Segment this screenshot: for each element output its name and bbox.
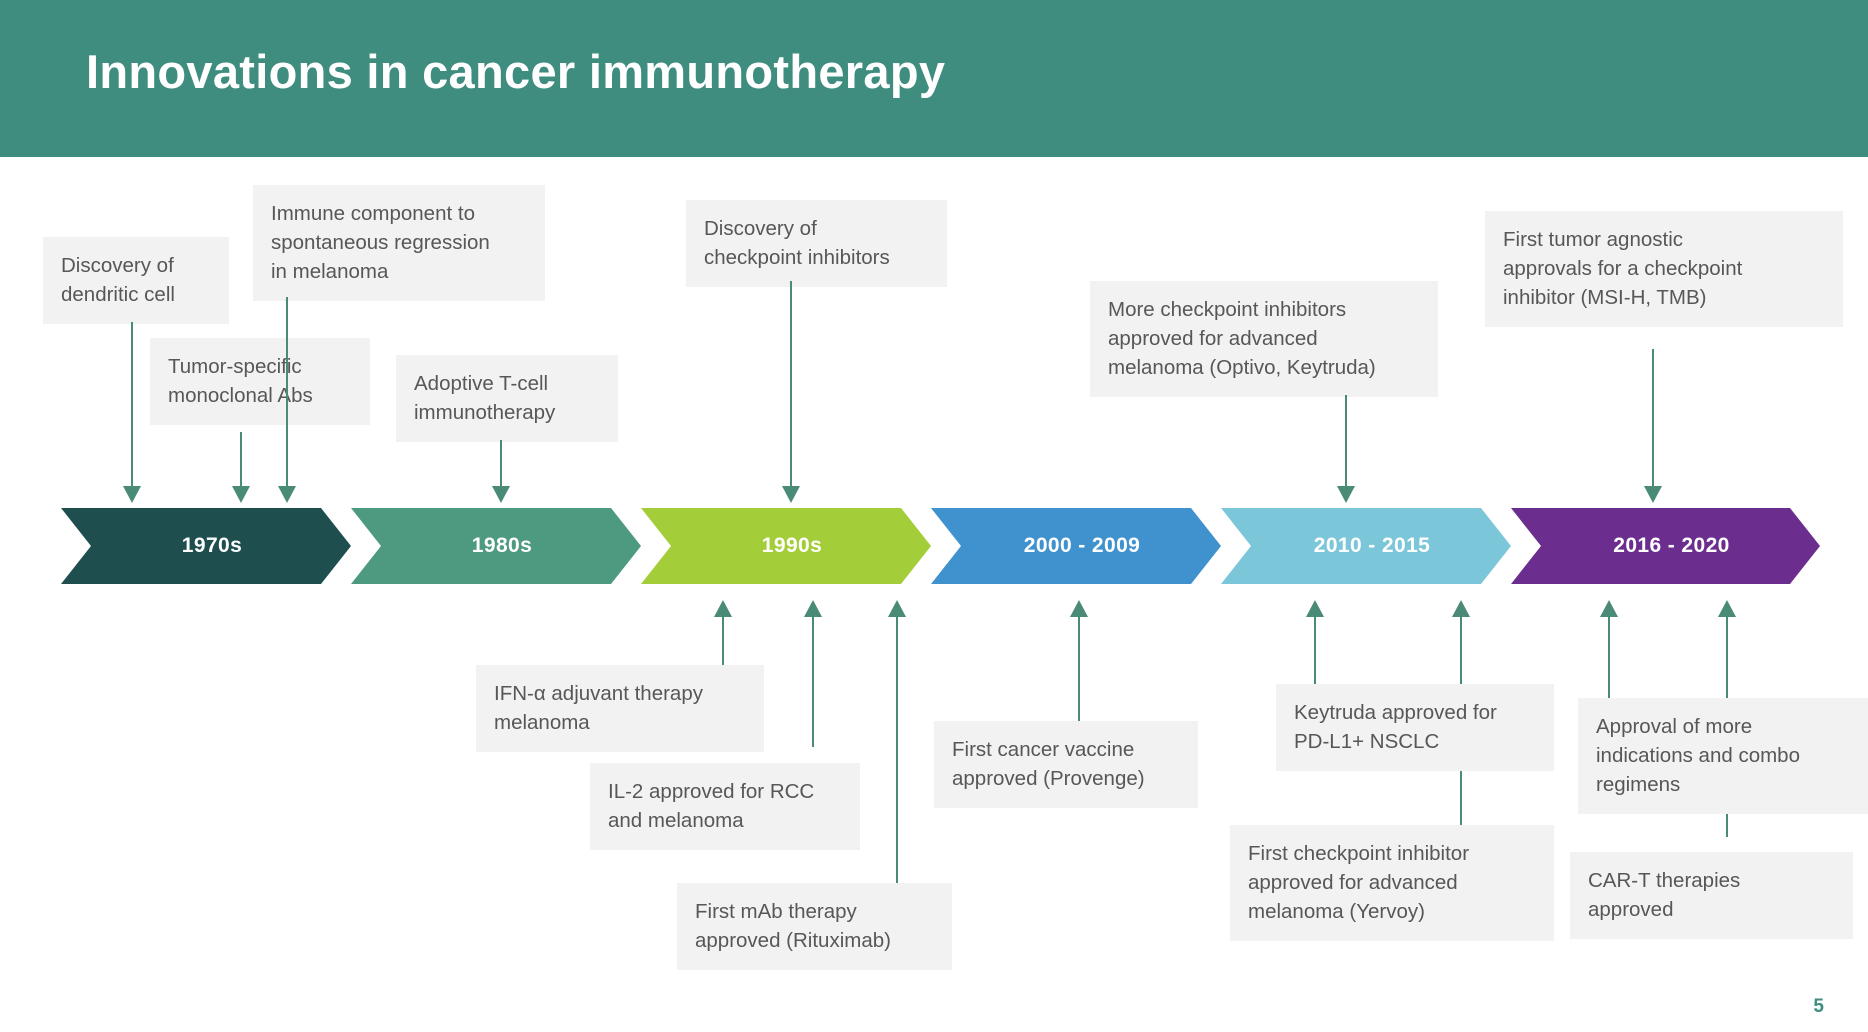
note-below-ifn-alpha: IFN-α adjuvant therapy melanoma <box>476 665 764 752</box>
slide-header: Innovations in cancer immunotherapy <box>0 0 1868 157</box>
page-number: 5 <box>1813 996 1824 1017</box>
arrow-down-dendritic-cell <box>123 486 141 503</box>
timeline-period-1990s[interactable]: 1990s <box>641 508 931 584</box>
arrow-down-immune-component <box>278 486 296 503</box>
note-below-car-t: CAR-T therapies approved <box>1570 852 1853 939</box>
arrow-up-first-mab <box>888 600 906 617</box>
connector-line-dendritic-cell <box>131 322 133 500</box>
connector-line-tumor-agnostic-approvals <box>1652 349 1654 500</box>
connector-line-first-mab <box>896 617 898 885</box>
connector-line-adoptive-t-cell <box>500 440 502 500</box>
connector-line-checkpoint-discovery <box>790 281 792 500</box>
arrow-down-checkpoint-discovery <box>782 486 800 503</box>
connector-line-more-checkpoint-inhibitors <box>1345 395 1347 500</box>
note-below-first-cancer-vaccine: First cancer vaccine approved (Provenge) <box>934 721 1198 808</box>
connector-line-ifn-alpha <box>722 617 724 665</box>
note-below-first-checkpoint-yervoy: First checkpoint inhibitor approved for … <box>1230 825 1554 941</box>
arrow-up-keytruda-nsclc <box>1306 600 1324 617</box>
note-below-il-2: IL-2 approved for RCC and melanoma <box>590 763 860 850</box>
arrow-down-tumor-specific-mabs <box>232 486 250 503</box>
timeline-period-2016-2020[interactable]: 2016 - 2020 <box>1511 508 1820 584</box>
arrow-down-adoptive-t-cell <box>492 486 510 503</box>
timeline-period-label: 2000 - 2009 <box>1023 534 1141 557</box>
connector-line-first-cancer-vaccine <box>1078 617 1080 722</box>
connector-line-more-indications <box>1608 617 1610 698</box>
timeline-chevron-bar: 1970s 1980s 1990s 2000 - 2009 2010 - 201… <box>0 508 1868 584</box>
connector-line-tumor-specific-mabs <box>240 432 242 500</box>
note-above-adoptive-t-cell: Adoptive T-cell immunotherapy <box>396 355 618 442</box>
timeline-period-1970s[interactable]: 1970s <box>61 508 351 584</box>
note-above-more-checkpoint-inhibitors: More checkpoint inhibitors approved for … <box>1090 281 1438 397</box>
timeline-period-label: 2016 - 2020 <box>1613 534 1730 557</box>
arrow-up-first-cancer-vaccine <box>1070 600 1088 617</box>
timeline-period-label: 1990s <box>761 534 823 557</box>
note-above-tumor-specific-mabs: Tumor-specific monoclonal Abs <box>150 338 370 425</box>
connector-line-immune-component <box>286 297 288 500</box>
timeline-period-label: 2010 - 2015 <box>1313 534 1431 557</box>
timeline-period-1980s[interactable]: 1980s <box>351 508 641 584</box>
arrow-down-tumor-agnostic-approvals <box>1644 486 1662 503</box>
note-above-immune-component: Immune component to spontaneous regressi… <box>253 185 545 301</box>
arrow-up-car-t <box>1718 600 1736 617</box>
arrow-up-more-indications <box>1600 600 1618 617</box>
arrow-up-first-checkpoint-yervoy <box>1452 600 1470 617</box>
connector-line-keytruda-nsclc <box>1314 617 1316 684</box>
note-above-dendritic-cell: Discovery of dendritic cell <box>43 237 229 324</box>
connector-line-il-2 <box>812 617 814 747</box>
note-above-checkpoint-discovery: Discovery of checkpoint inhibitors <box>686 200 947 287</box>
note-above-tumor-agnostic-approvals: First tumor agnostic approvals for a che… <box>1485 211 1843 327</box>
note-below-more-indications: Approval of more indications and combo r… <box>1578 698 1868 814</box>
note-below-keytruda-nsclc: Keytruda approved for PD-L1+ NSCLC <box>1276 684 1554 771</box>
timeline-period-2010-2015[interactable]: 2010 - 2015 <box>1221 508 1511 584</box>
page-title: Innovations in cancer immunotherapy <box>86 45 946 98</box>
note-below-first-mab: First mAb therapy approved (Rituximab) <box>677 883 952 970</box>
arrow-down-more-checkpoint-inhibitors <box>1337 486 1355 503</box>
timeline-period-label: 1970s <box>181 534 243 557</box>
timeline-period-label: 1980s <box>471 534 533 557</box>
timeline-period-2000-2009[interactable]: 2000 - 2009 <box>931 508 1221 584</box>
arrow-up-il-2 <box>804 600 822 617</box>
arrow-up-ifn-alpha <box>714 600 732 617</box>
